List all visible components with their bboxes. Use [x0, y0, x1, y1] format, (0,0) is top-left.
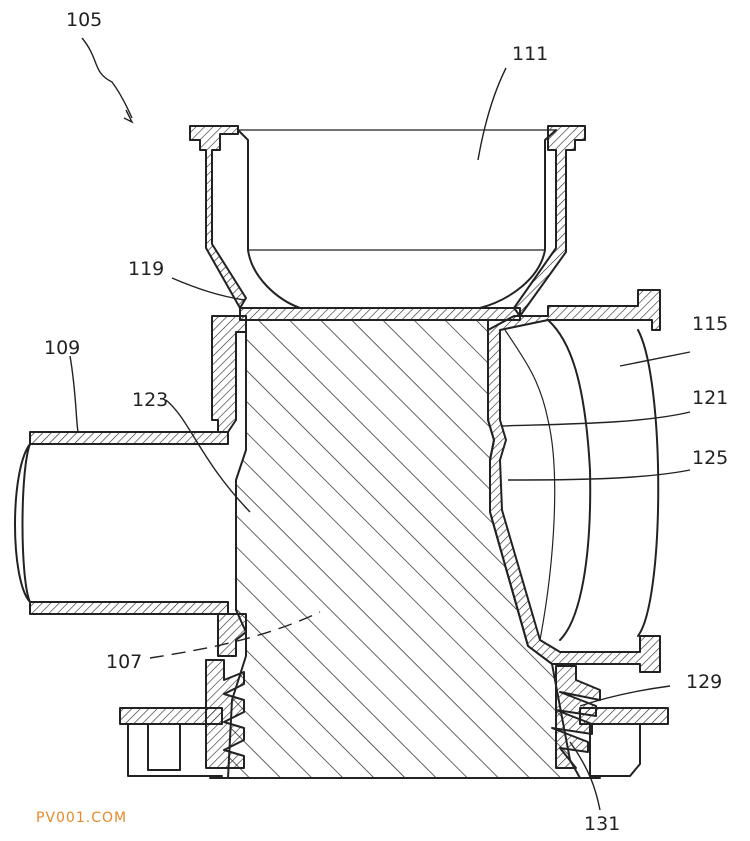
- label-105: 105: [66, 9, 102, 31]
- label-115: 115: [692, 313, 728, 335]
- core: [227, 319, 581, 779]
- label-131: 131: [584, 813, 620, 835]
- label-123: 123: [132, 389, 168, 411]
- label-129: 129: [686, 671, 722, 693]
- label-111: 111: [512, 43, 548, 65]
- label-119: 119: [128, 258, 164, 280]
- top-funnel: [189, 125, 586, 317]
- left-inlet-pipe: [14, 431, 247, 657]
- label-125: 125: [692, 447, 728, 469]
- leader-lines: [69, 37, 691, 811]
- housing: [211, 289, 661, 673]
- bottom-thread: [119, 659, 669, 779]
- right-outlet: [504, 319, 660, 641]
- watermark: PV001.COM: [36, 810, 127, 826]
- reference-labels: 105 111 119 109 123 115 121 125 107 129 …: [44, 9, 728, 835]
- label-109: 109: [44, 337, 80, 359]
- label-107: 107: [106, 651, 142, 673]
- label-121: 121: [692, 387, 728, 409]
